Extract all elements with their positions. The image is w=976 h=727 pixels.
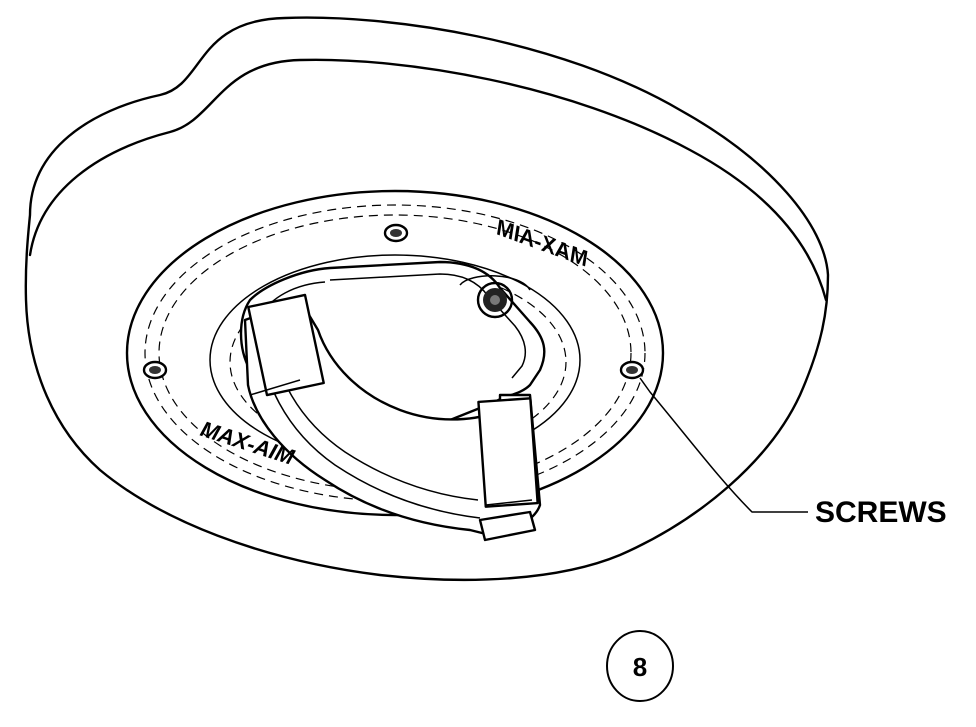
screws-callout-label: SCREWS <box>815 496 947 529</box>
step-number: 8 <box>633 652 647 682</box>
screws-leader-line <box>639 377 808 513</box>
screw-right <box>619 360 645 380</box>
step-number-badge: 8 <box>606 630 674 702</box>
mounting-bracket <box>243 293 542 542</box>
screw-top <box>383 223 409 243</box>
screw-left <box>142 360 168 380</box>
screws <box>142 223 645 380</box>
